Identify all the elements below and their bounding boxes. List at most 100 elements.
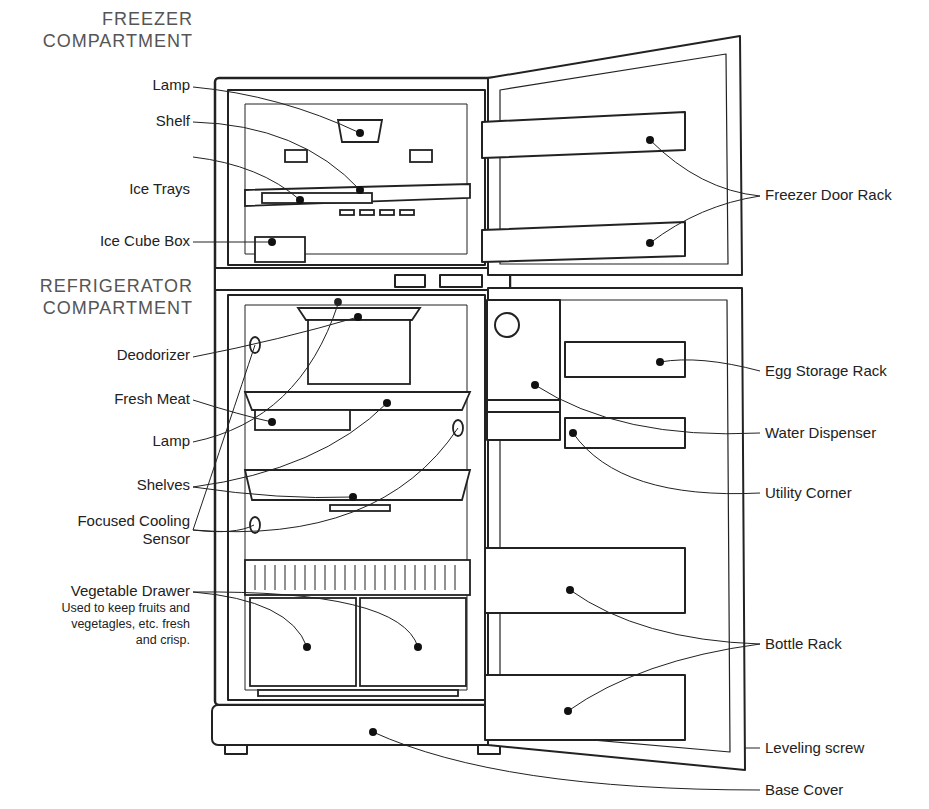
leader-line: [193, 592, 418, 647]
part-label: Lamp: [152, 76, 190, 94]
leader-line: [570, 590, 760, 644]
vent: [285, 150, 307, 162]
leader-dot: [268, 418, 276, 426]
leader-line: [193, 592, 307, 647]
leader-dot: [646, 136, 654, 144]
leader-dot: [296, 196, 304, 204]
leader-dot: [564, 707, 572, 715]
part-label: Utility Corner: [765, 484, 852, 502]
leader-line: [193, 242, 272, 243]
leader-line: [193, 87, 360, 133]
part-label: Egg Storage Rack: [765, 362, 887, 380]
control-knob: [440, 275, 482, 287]
part-note: Used to keep fruits and vegetagles, etc.…: [55, 600, 190, 648]
part-label: Fresh Meat: [114, 390, 190, 408]
fridge-interior: [228, 295, 485, 700]
ice-tray: [262, 193, 372, 203]
vegetable-bin: [360, 598, 466, 686]
dispenser-tray: [487, 400, 560, 412]
section-heading: REFRIGERATOR COMPARTMENT: [3, 275, 193, 319]
bottom-rail: [258, 690, 458, 696]
doors: [482, 36, 745, 770]
leader-line: [745, 748, 760, 749]
vent: [410, 150, 432, 162]
drawer-cover: [245, 560, 470, 595]
leader-line: [193, 487, 353, 498]
leader-dots: [268, 129, 664, 736]
section-heading: FREEZER COMPARTMENT: [3, 8, 193, 52]
leader-dot: [656, 358, 664, 366]
part-label: Freezer Door Rack: [765, 186, 892, 204]
slot: [400, 210, 414, 215]
foot: [225, 745, 247, 754]
leader-lines: [193, 87, 760, 790]
slot: [360, 210, 374, 215]
slot: [340, 210, 354, 215]
part-label: Deodorizer: [117, 346, 190, 364]
deodorizer-box: [308, 320, 410, 384]
leader-line: [535, 385, 760, 434]
vent: [330, 505, 390, 511]
deodorizer-rim: [298, 308, 420, 320]
part-label: Shelves: [137, 476, 190, 494]
part-label: Shelf: [156, 112, 190, 130]
glass-shelf: [245, 470, 470, 500]
freezer-lamp: [338, 120, 382, 142]
divider-panel: [215, 268, 510, 290]
fridge-parts: [245, 299, 470, 696]
leader-line: [650, 140, 760, 196]
glass-shelf: [245, 392, 470, 410]
water-dispenser: [487, 300, 560, 440]
part-label: Ice Trays: [129, 180, 190, 198]
leader-line: [568, 644, 760, 711]
leader-line: [373, 732, 760, 790]
leader-dot: [349, 493, 357, 501]
ice-shelf: [245, 184, 470, 206]
fresh-meat-drawer: [255, 410, 350, 430]
leader-dot: [566, 586, 574, 594]
cabinet-body: [215, 78, 510, 705]
leader-dot: [268, 238, 276, 246]
leader-line: [193, 428, 458, 532]
part-label: Focused Cooling Sensor: [65, 512, 190, 548]
part-label: Bottle Rack: [765, 635, 842, 653]
base-cover: [212, 705, 512, 745]
leader-line: [650, 196, 760, 243]
part-label: Vegetable Drawer: [71, 582, 190, 600]
bottle-rack: [485, 548, 685, 613]
leader-dot: [356, 129, 364, 137]
cabinet: [212, 78, 512, 754]
bottle-rack: [485, 675, 685, 740]
part-label: Leveling screw: [765, 739, 864, 757]
leader-dot: [383, 399, 391, 407]
cover-hatch: [255, 565, 455, 590]
leader-dot: [369, 728, 377, 736]
part-label: Ice Cube Box: [100, 232, 190, 250]
leader-line: [193, 304, 338, 442]
leader-line: [573, 433, 760, 494]
egg-rack: [565, 342, 685, 377]
leader-dot: [414, 643, 422, 651]
leader-dot: [646, 239, 654, 247]
part-label: Base Cover: [765, 781, 843, 799]
leader-line: [193, 122, 360, 190]
dispenser-cap: [495, 313, 519, 337]
part-label: Lamp: [152, 432, 190, 450]
leader-dot: [303, 643, 311, 651]
leader-dot: [531, 381, 539, 389]
leader-line: [193, 317, 358, 357]
leader-dot: [356, 186, 364, 194]
vegetable-bin: [250, 598, 356, 686]
part-label: Water Dispenser: [765, 424, 876, 442]
freezer-parts: [245, 120, 470, 262]
freezer-door-rack: [482, 222, 685, 262]
slot: [380, 210, 394, 215]
freezer-back-wall: [245, 104, 467, 254]
leader-dot: [354, 313, 362, 321]
leader-dot: [569, 429, 577, 437]
leader-line: [193, 345, 255, 530]
leader-line: [193, 403, 387, 487]
ice-cube-box: [255, 237, 305, 262]
freezer-door-rack: [482, 112, 685, 158]
